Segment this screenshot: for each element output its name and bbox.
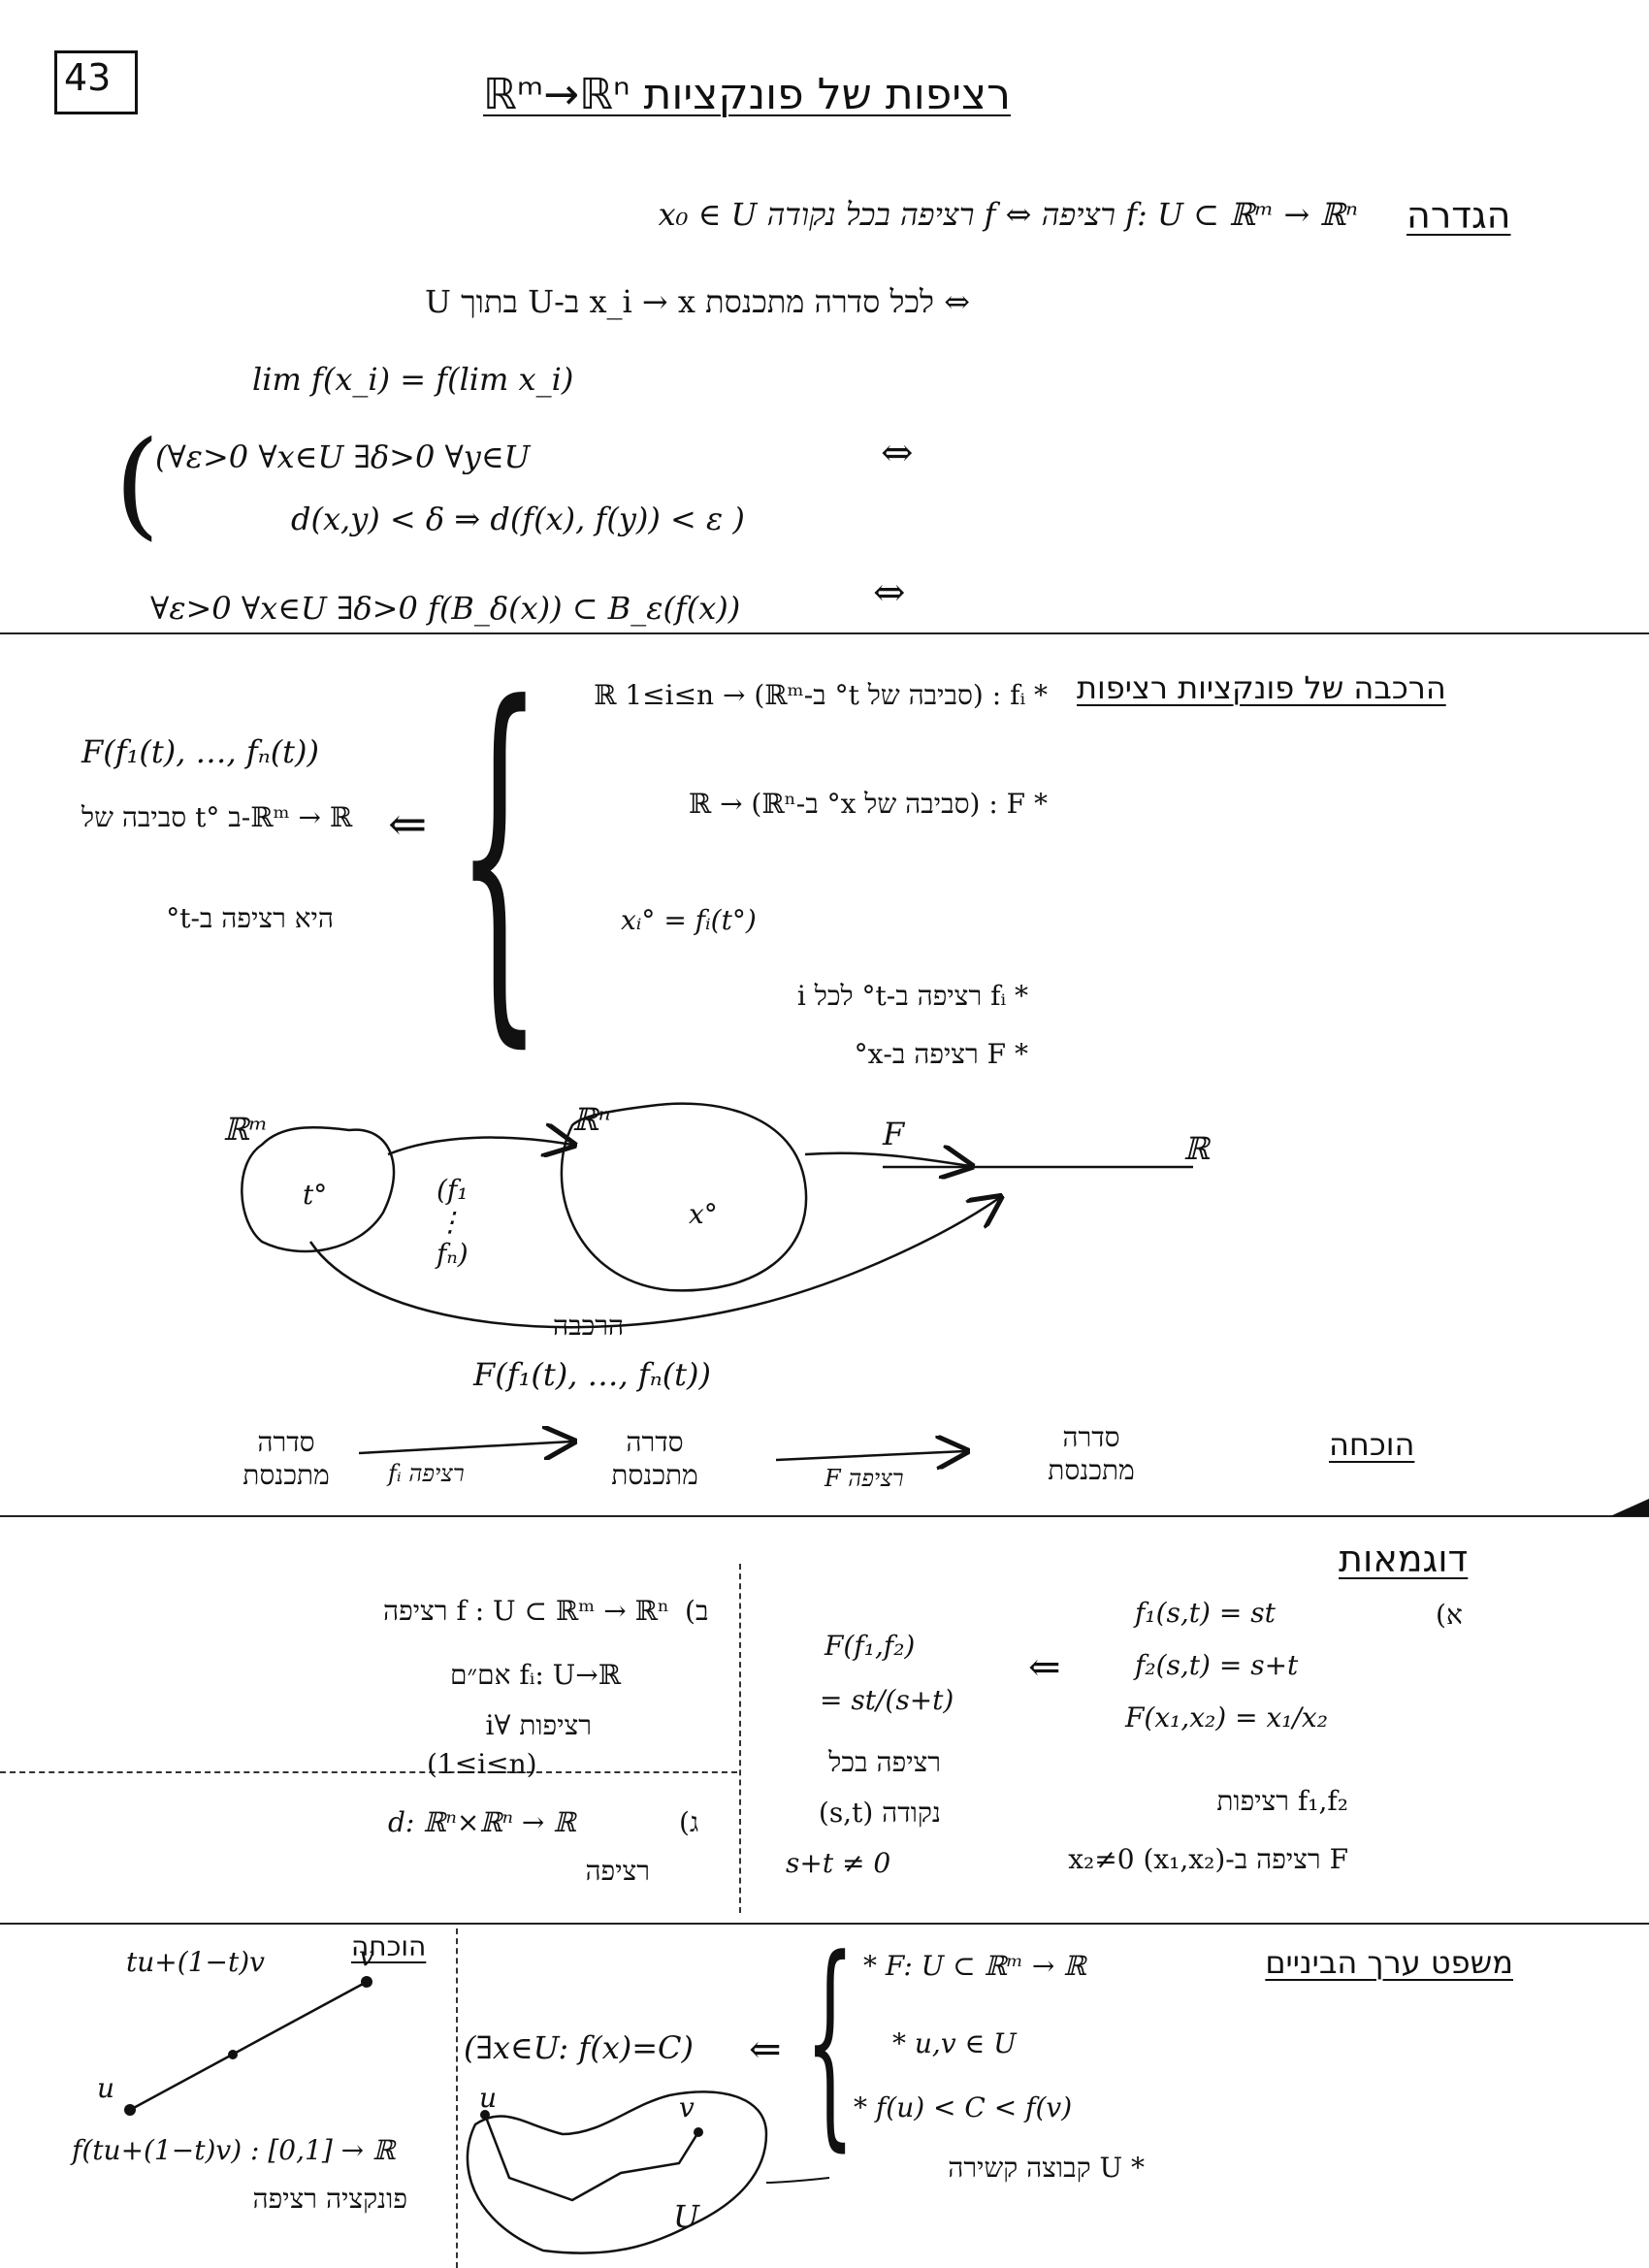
- path-v-dot: [694, 2127, 703, 2137]
- proof-chain-5: סדרה מתכנסת: [1048, 1421, 1135, 1486]
- example-a-cont-2: F רציפה ב-(x₁,x₂) x₂≠0: [1068, 1843, 1348, 1875]
- example-a-label: (א: [1436, 1599, 1463, 1631]
- implies-arrow: ⇐: [388, 797, 428, 852]
- examples-divider-v: [739, 1564, 741, 1913]
- example-c-line-2: רציפה: [585, 1855, 650, 1887]
- ivt-cond-3: * f(u) < C < f(v): [854, 2091, 1073, 2123]
- proof-arrow-2: [775, 1451, 965, 1460]
- definition-heading: הגדרה: [1406, 194, 1511, 237]
- ivt-cond-2: * u,v ∈ U: [892, 2027, 1017, 2059]
- divider-3: [0, 1923, 1649, 1925]
- definition-sequences: ⇔ לכל סדרה מתכנסת x_i → x ב-U בתוך U: [424, 283, 970, 320]
- diagram-map2: F: [883, 1116, 905, 1152]
- epsilon-line-1: (∀ε>0 ∀x∈U ∃δ>0 ∀y∈U: [155, 438, 531, 475]
- example-a-result-2: = st/(s+t): [820, 1684, 954, 1716]
- epsilon-line-2: d(x,y) < δ ⇒ d(f(x), f(y)) < ε ): [291, 501, 745, 537]
- example-b-line-4: (1≤i≤n): [427, 1748, 537, 1780]
- composition-brace: {: [456, 628, 543, 1079]
- page-number: [54, 50, 138, 114]
- examples-heading: דוגמאות: [1339, 1538, 1469, 1580]
- example-a-result-5: s+t ≠ 0: [786, 1847, 891, 1879]
- proof-arrow-1: [358, 1442, 572, 1453]
- example-b-line-1: f : U ⊂ ℝᵐ → ℝⁿ רציפה: [383, 1595, 669, 1627]
- definition-statement: f: U ⊂ ℝᵐ → ℝⁿ רציפה ⇔ f רציפה בכל נקודה…: [658, 196, 1358, 233]
- ivt-func-line: f(tu+(1−t)v) : [0,1] → ℝ: [72, 2134, 396, 2166]
- ivt-set-U: U: [673, 2198, 699, 2235]
- ivt-path-u: u: [479, 2082, 498, 2114]
- proof-chain-1: סדרה מתכנסת: [242, 1426, 330, 1491]
- composition-proof-heading: הוכחה: [1329, 1426, 1415, 1463]
- ivt-cond-1: * F: U ⊂ ℝᵐ → ℝ: [863, 1950, 1086, 1982]
- diagram-point-x: x°: [689, 1198, 718, 1230]
- map1-arrow: [387, 1138, 572, 1154]
- example-a-result-4: נקודה (s,t): [818, 1797, 941, 1829]
- divider-2: [0, 1515, 1649, 1517]
- example-implies: ⇐: [1028, 1645, 1061, 1690]
- set-U-blob: [466, 2090, 768, 2254]
- ivt-path: [483, 2114, 700, 2202]
- diagram-set-rn: ℝⁿ: [572, 1101, 611, 1138]
- composition-cond-3: xᵢ° = fᵢ(t°): [621, 904, 757, 936]
- diagram-composite-formula: F(f₁(t), …, fₙ(t)): [473, 1356, 711, 1393]
- example-c-line-1: d: ℝⁿ×ℝⁿ → ℝ: [388, 1806, 576, 1838]
- example-a-cont-1: f₁,f₂ רציפות: [1216, 1785, 1348, 1817]
- page-title: רציפות של פונקציות ℝᵐ→ℝⁿ: [483, 70, 1011, 119]
- iff-arrow-2: ⇔: [873, 570, 906, 615]
- ivt-cond-4: * U קבוצה קשירה: [948, 2152, 1145, 2184]
- diagram-point-t: t°: [303, 1179, 328, 1211]
- composition-left-domain: סביבה של t° ב-ℝᵐ → ℝ: [81, 801, 353, 833]
- ivt-brace: {: [805, 1912, 856, 2171]
- ivt-pointer: [765, 2177, 830, 2184]
- example-a-result-1: F(f₁,f₂): [824, 1630, 916, 1662]
- proof-chain-2: fᵢ רציפה: [388, 1460, 465, 1487]
- map2-arrow: [804, 1153, 970, 1166]
- examples-divider-h: [0, 1771, 737, 1773]
- ivt-func-caption: פונקציה רציפה: [252, 2183, 407, 2215]
- segment-line: [129, 1980, 368, 2112]
- diagram-map1: (f₁ ⋮ fₙ): [436, 1174, 469, 1270]
- example-a-line-3: F(x₁,x₂) = x₁/x₂: [1125, 1701, 1328, 1733]
- pt-u-dot: [124, 2104, 136, 2116]
- ivt-segment-label: tu+(1−t)v: [126, 1946, 265, 1978]
- example-b-line-2: fᵢ: U→ℝ אם״ם: [450, 1659, 621, 1691]
- example-a-line-1: f₁(s,t) = st: [1135, 1597, 1276, 1629]
- ivt-pt-u: u: [97, 2072, 115, 2104]
- diagram-composite-label: הרכבה: [553, 1310, 625, 1342]
- composition-left-conclusion: היא רציפה ב-t°: [166, 902, 334, 934]
- composition-left-func: F(f₁(t), …, fₙ(t)): [81, 733, 319, 770]
- diagram-set-rm: ℝᵐ: [223, 1111, 269, 1148]
- ivt-path-v: v: [679, 2091, 695, 2123]
- example-a-result-3: רציפה בכל: [828, 1746, 941, 1778]
- composite-arrow: [308, 1198, 999, 1329]
- balls-formula: ∀ε>0 ∀x∈U ∃δ>0 f(B_δ(x)) ⊂ B_ε(f(x)): [150, 590, 741, 627]
- divider-1: [0, 632, 1649, 634]
- proof-chain-4: F רציפה: [824, 1465, 904, 1492]
- proof-chain-3: סדרה מתכנסת: [611, 1426, 698, 1491]
- example-a-line-2: f₂(s,t) = s+t: [1135, 1649, 1299, 1681]
- composition-cond-5: * F רציפה ב-x°: [854, 1038, 1028, 1070]
- ivt-conclusion: (∃x∈U: f(x)=C): [464, 2029, 694, 2066]
- page-number-text: 43: [64, 56, 112, 99]
- ivt-heading: משפט ערך הביניים: [1265, 1944, 1513, 1981]
- example-b-line-3: רציפות ∀i: [485, 1709, 592, 1741]
- composition-heading: הרכבה של פונקציות רציפות: [1077, 669, 1446, 706]
- ivt-implies: ⇐: [749, 2027, 782, 2072]
- diagram-target: ℝ: [1183, 1130, 1210, 1167]
- paren-left: (: [114, 417, 160, 552]
- pt-mid-dot: [228, 2050, 238, 2059]
- example-c-label: (ג: [679, 1806, 699, 1838]
- ivt-proof-heading: הוכחה: [351, 1930, 427, 1962]
- iff-arrow-1: ⇔: [881, 431, 914, 475]
- composition-cond-4: * fᵢ רציפה ב-t° לכל i: [796, 980, 1028, 1012]
- ivt-pt-v: v: [359, 1940, 374, 1972]
- composition-cond-1: * fᵢ : (סביבה של t° ב-ℝᵐ) → ℝ 1≤i≤n: [594, 679, 1048, 711]
- corner-mark: [1610, 1499, 1649, 1516]
- composition-cond-2: * F : (סביבה של x° ב-ℝⁿ) → ℝ: [688, 788, 1048, 820]
- pt-v-dot: [361, 1976, 372, 1988]
- example-b-label: (ב: [685, 1595, 709, 1627]
- limit-formula: lim f(x_i) = f(lim x_i): [252, 361, 574, 398]
- ivt-divider-v1: [456, 1928, 458, 2268]
